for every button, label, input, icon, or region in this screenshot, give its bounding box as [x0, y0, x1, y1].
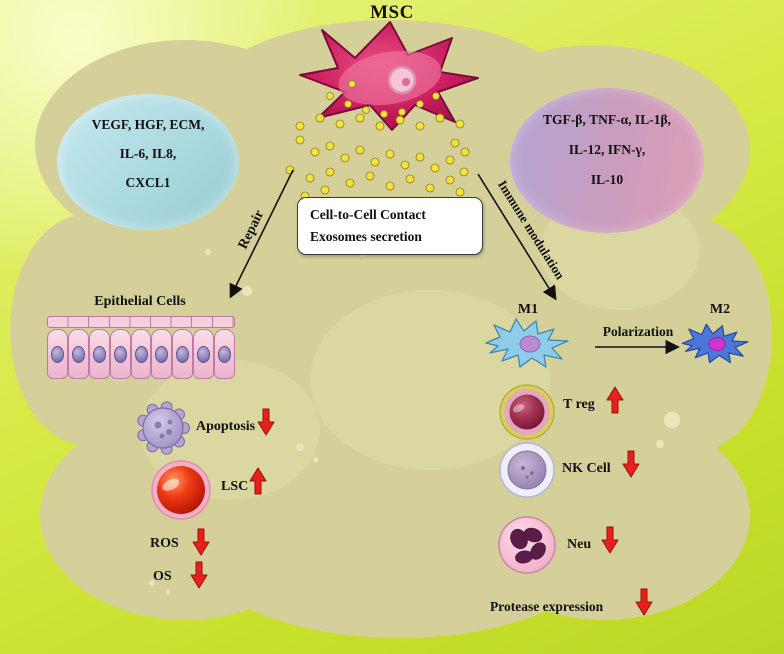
protease-decrease-arrow-icon — [635, 588, 653, 616]
epithelial-apical-band — [47, 316, 235, 328]
epithelial-cell — [214, 329, 236, 379]
nk-cell-label: NK Cell — [562, 461, 611, 476]
factor-line: TGF-β, TNF-α, IL-1β, — [543, 112, 671, 127]
apoptotic-cell — [137, 401, 190, 455]
msc-cell-illustration — [299, 21, 479, 131]
ros-label: ROS — [150, 536, 179, 551]
epithelial-cell — [151, 329, 173, 379]
polarization-label: Polarization — [602, 324, 674, 339]
lsc-label: LSC — [221, 479, 249, 494]
lsc-increase-arrow-icon — [249, 467, 267, 495]
epithelial-cell — [67, 329, 89, 379]
factor-line: VEGF, HGF, ECM, — [91, 117, 205, 132]
apoptosis-label: Apoptosis — [196, 419, 256, 434]
contact-line: Cell-to-Cell Contact — [310, 207, 426, 222]
epithelial-cell — [109, 329, 131, 379]
neutrophil-cell — [498, 516, 556, 574]
factor-line: IL-12, IFN-γ, — [568, 142, 646, 157]
m1-macrophage-cell — [485, 318, 569, 368]
nk-cell — [499, 442, 555, 498]
ros-decrease-arrow-icon — [192, 528, 210, 556]
nk-decrease-arrow-icon — [622, 450, 640, 478]
protease-expression-label: Protease expression — [490, 599, 604, 614]
factor-line: CXCL1 — [125, 175, 171, 190]
treg-cell — [499, 384, 555, 440]
os-label: OS — [153, 569, 172, 584]
apoptosis-decrease-arrow-icon — [257, 408, 275, 436]
epithelial-cell — [193, 329, 215, 379]
neutrophil-label: Neu — [567, 537, 592, 552]
treg-increase-arrow-icon — [606, 386, 624, 414]
immune-factors-oval: TGF-β, TNF-α, IL-1β, IL-12, IFN-γ, IL-10 — [510, 88, 704, 233]
epithelial-cell — [47, 329, 68, 379]
m1-label: M1 — [517, 302, 539, 317]
treg-label: T reg — [563, 397, 595, 412]
exosome-dots — [285, 80, 470, 201]
epithelial-cell — [172, 329, 194, 379]
repair-factors-oval: VEGF, HGF, ECM, IL-6, IL8, CXCL1 — [57, 94, 239, 230]
contact-exosome-box: Cell-to-Cell Contact Exosomes secretion — [297, 197, 483, 255]
os-decrease-arrow-icon — [190, 561, 208, 589]
epithelial-cell — [88, 329, 110, 379]
m2-label: M2 — [709, 302, 731, 317]
epithelial-cells — [47, 329, 236, 379]
repair-arrow-label: Repair — [235, 207, 268, 252]
epithelial-cells-label: Epithelial Cells — [94, 294, 186, 309]
factor-line: IL-6, IL8, — [119, 146, 177, 161]
epithelial-cell-row — [47, 316, 236, 379]
factor-line: IL-10 — [590, 172, 624, 187]
msc-title: MSC — [370, 2, 414, 23]
exosome-line: Exosomes secretion — [310, 229, 422, 244]
epithelial-cell — [130, 329, 152, 379]
lsc-cell — [151, 460, 211, 520]
neu-decrease-arrow-icon — [601, 526, 619, 554]
